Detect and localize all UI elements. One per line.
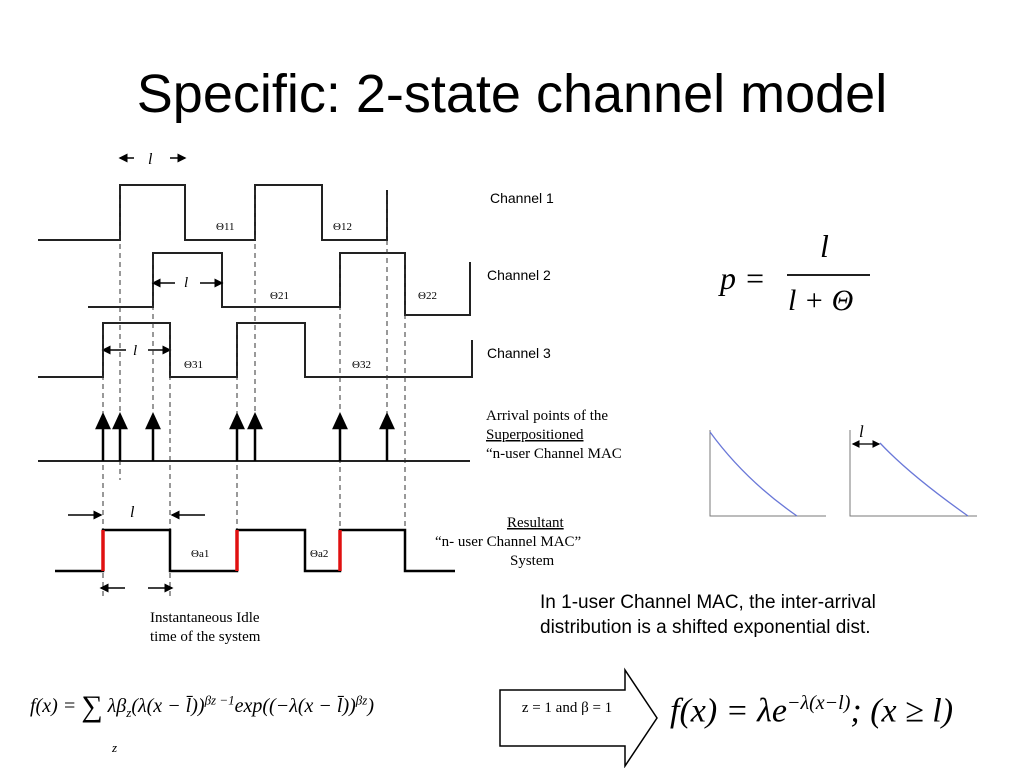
shifted-rest: ; (x ≥ l) [850, 692, 954, 730]
resultant-label-line-3: System [510, 553, 555, 569]
l-symbol: l [130, 504, 135, 521]
arrival-arrows [95, 412, 395, 461]
p-formula-numerator: l [820, 228, 829, 264]
shifted-exp-formula: f(x) = λe−λ(x−l); (x ≥ l) [670, 692, 953, 730]
theta-a2-label: Θa2 [310, 548, 328, 560]
general-fx-formula: f(x) = ∑ λβz(λ(x − l̄))βz −1exp((−λ(x − … [30, 690, 374, 755]
fx-exp1: βz −1 [204, 692, 235, 708]
fx-body: λβ [107, 695, 127, 717]
fx-body3: exp((−λ(x − l̄)) [234, 695, 356, 717]
resultant-label-line-1: Resultant [507, 515, 564, 531]
fx-exp2: βz [355, 692, 368, 708]
arrival-label-line-1: Arrival points of the [486, 408, 608, 424]
theta-31-label: Θ31 [184, 359, 203, 371]
theta-a1-label: Θa1 [191, 548, 209, 560]
channel-2-label: Channel 2 [487, 267, 551, 283]
idle-label-line-2: time of the system [150, 629, 261, 645]
theta-11-label: Θ11 [216, 221, 235, 233]
slide-title: Specific: 2-state channel model [136, 64, 888, 124]
alignment-guides [102, 190, 406, 600]
fx-sub-z: z [126, 705, 132, 720]
channel-1-label: Channel 1 [490, 190, 554, 206]
l-symbol: l [133, 343, 137, 359]
shifted-lhs: f(x) = λe [670, 692, 787, 730]
fx-body2: (λ(x − l̄)) [131, 695, 205, 717]
sum-symbol: ∑ [81, 690, 103, 723]
sum-index: z [112, 740, 118, 755]
condition-text: z = 1 and β = 1 [521, 700, 613, 716]
l-symbol: l [184, 275, 188, 291]
arrival-label-line-3: “n-user Channel MAC [486, 446, 622, 462]
fx-lhs: f(x) = [30, 695, 82, 717]
theta-12-label: Θ12 [333, 221, 352, 233]
resultant-l-marker: l [68, 504, 205, 521]
channel-2-l-marker: l [151, 275, 224, 291]
decay-plot-right: l [849, 422, 977, 517]
resultant-signal [55, 528, 455, 573]
theta-21-label: Θ21 [270, 290, 289, 302]
fx-close: ) [367, 695, 374, 717]
arrival-label-line-2: Superpositioned [486, 427, 584, 443]
p-formula-lhs: p = [720, 260, 766, 296]
idle-label-line-1: Instantaneous Idle [150, 610, 260, 626]
decay-plot-left [709, 430, 826, 517]
channel-1-l-marker: l [118, 151, 187, 168]
implication-arrow [499, 667, 658, 768]
resultant-label-line-2: “n- user Channel MAC” [435, 534, 581, 550]
channel-3-label: Channel 3 [487, 345, 551, 361]
theta-22-label: Θ22 [418, 290, 437, 302]
l-symbol: l [148, 151, 153, 168]
theta-32-label: Θ32 [352, 359, 371, 371]
shifted-exponent: −λ(x−l) [786, 692, 851, 714]
channel-2-signal [88, 252, 471, 316]
channel-3-l-marker: l [101, 343, 172, 359]
shifted-exponential-note: In 1-user Channel MAC, the inter-arrival… [540, 592, 876, 638]
p-formula-denominator: l + Θ [788, 284, 854, 317]
resultant-red-edges [101, 530, 342, 571]
plot-l-symbol: l [859, 422, 864, 441]
